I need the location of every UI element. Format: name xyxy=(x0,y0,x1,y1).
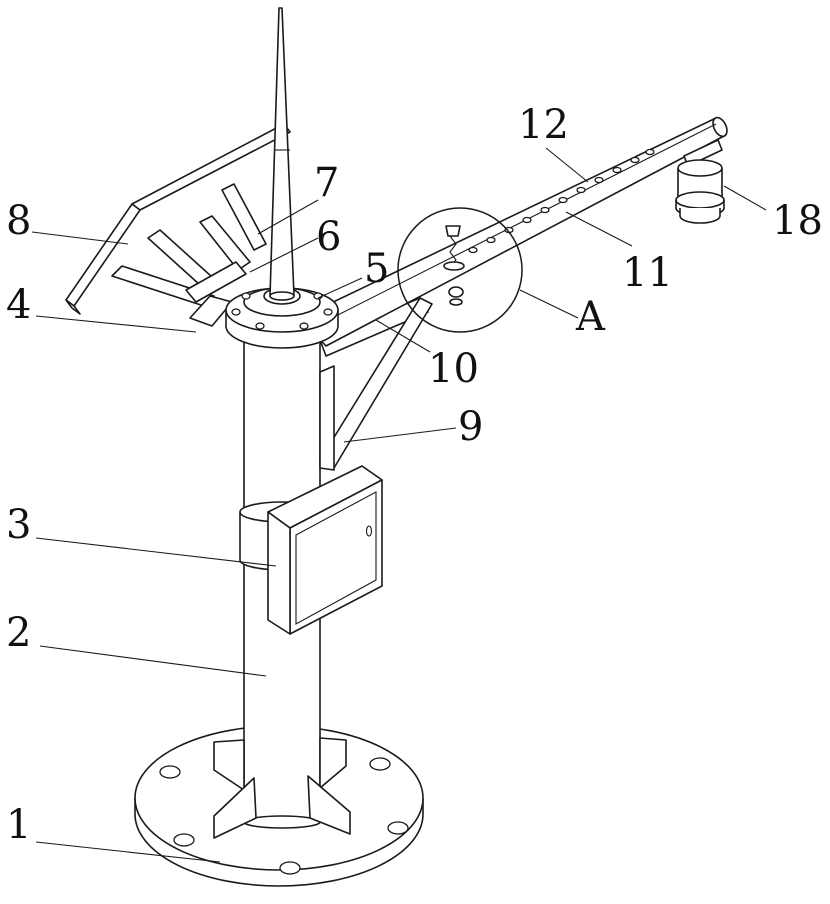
bolt-hole xyxy=(370,758,390,770)
adjust-hole xyxy=(631,158,639,163)
leader-2 xyxy=(40,646,266,676)
label-A: A xyxy=(575,294,606,340)
label-8: 8 xyxy=(6,198,31,244)
label-7: 7 xyxy=(314,160,339,206)
label-3: 3 xyxy=(6,502,31,548)
top-flange xyxy=(190,288,338,348)
label-18: 18 xyxy=(772,198,823,244)
leader-9 xyxy=(344,428,456,442)
leader-4 xyxy=(36,316,196,332)
arm-tube xyxy=(300,115,730,346)
adjust-hole xyxy=(646,150,654,155)
bolt-hole xyxy=(280,862,300,874)
bolt-hole xyxy=(174,834,194,846)
flange-hole xyxy=(300,323,308,329)
adjust-hole xyxy=(523,218,531,223)
flange-hole xyxy=(232,309,240,315)
adjust-hole xyxy=(613,168,621,173)
leader-12 xyxy=(546,148,588,182)
label-2: 2 xyxy=(6,610,31,656)
leader-A xyxy=(520,290,578,318)
flange-hole xyxy=(314,293,322,299)
label-4: 4 xyxy=(6,282,31,328)
label-12: 12 xyxy=(518,102,569,148)
adjust-hole xyxy=(559,198,567,203)
label-1: 1 xyxy=(6,802,31,848)
adjust-hole xyxy=(541,208,549,213)
label-6: 6 xyxy=(316,214,341,260)
label-9: 9 xyxy=(458,404,483,450)
leader-18 xyxy=(724,186,766,210)
flange-hole xyxy=(256,323,264,329)
adjust-hole xyxy=(577,188,585,193)
flange-hole xyxy=(242,293,250,299)
adjust-hole xyxy=(595,178,603,183)
bolt-hole xyxy=(388,822,408,834)
adjust-hole xyxy=(487,238,495,243)
label-10: 10 xyxy=(428,346,479,392)
leader-11 xyxy=(566,212,632,246)
label-5: 5 xyxy=(364,246,389,292)
flange-hole xyxy=(324,309,332,315)
solar-panel xyxy=(66,124,290,314)
bolt-hole xyxy=(160,766,180,778)
adjust-hole xyxy=(469,248,477,253)
label-11: 11 xyxy=(622,250,673,296)
